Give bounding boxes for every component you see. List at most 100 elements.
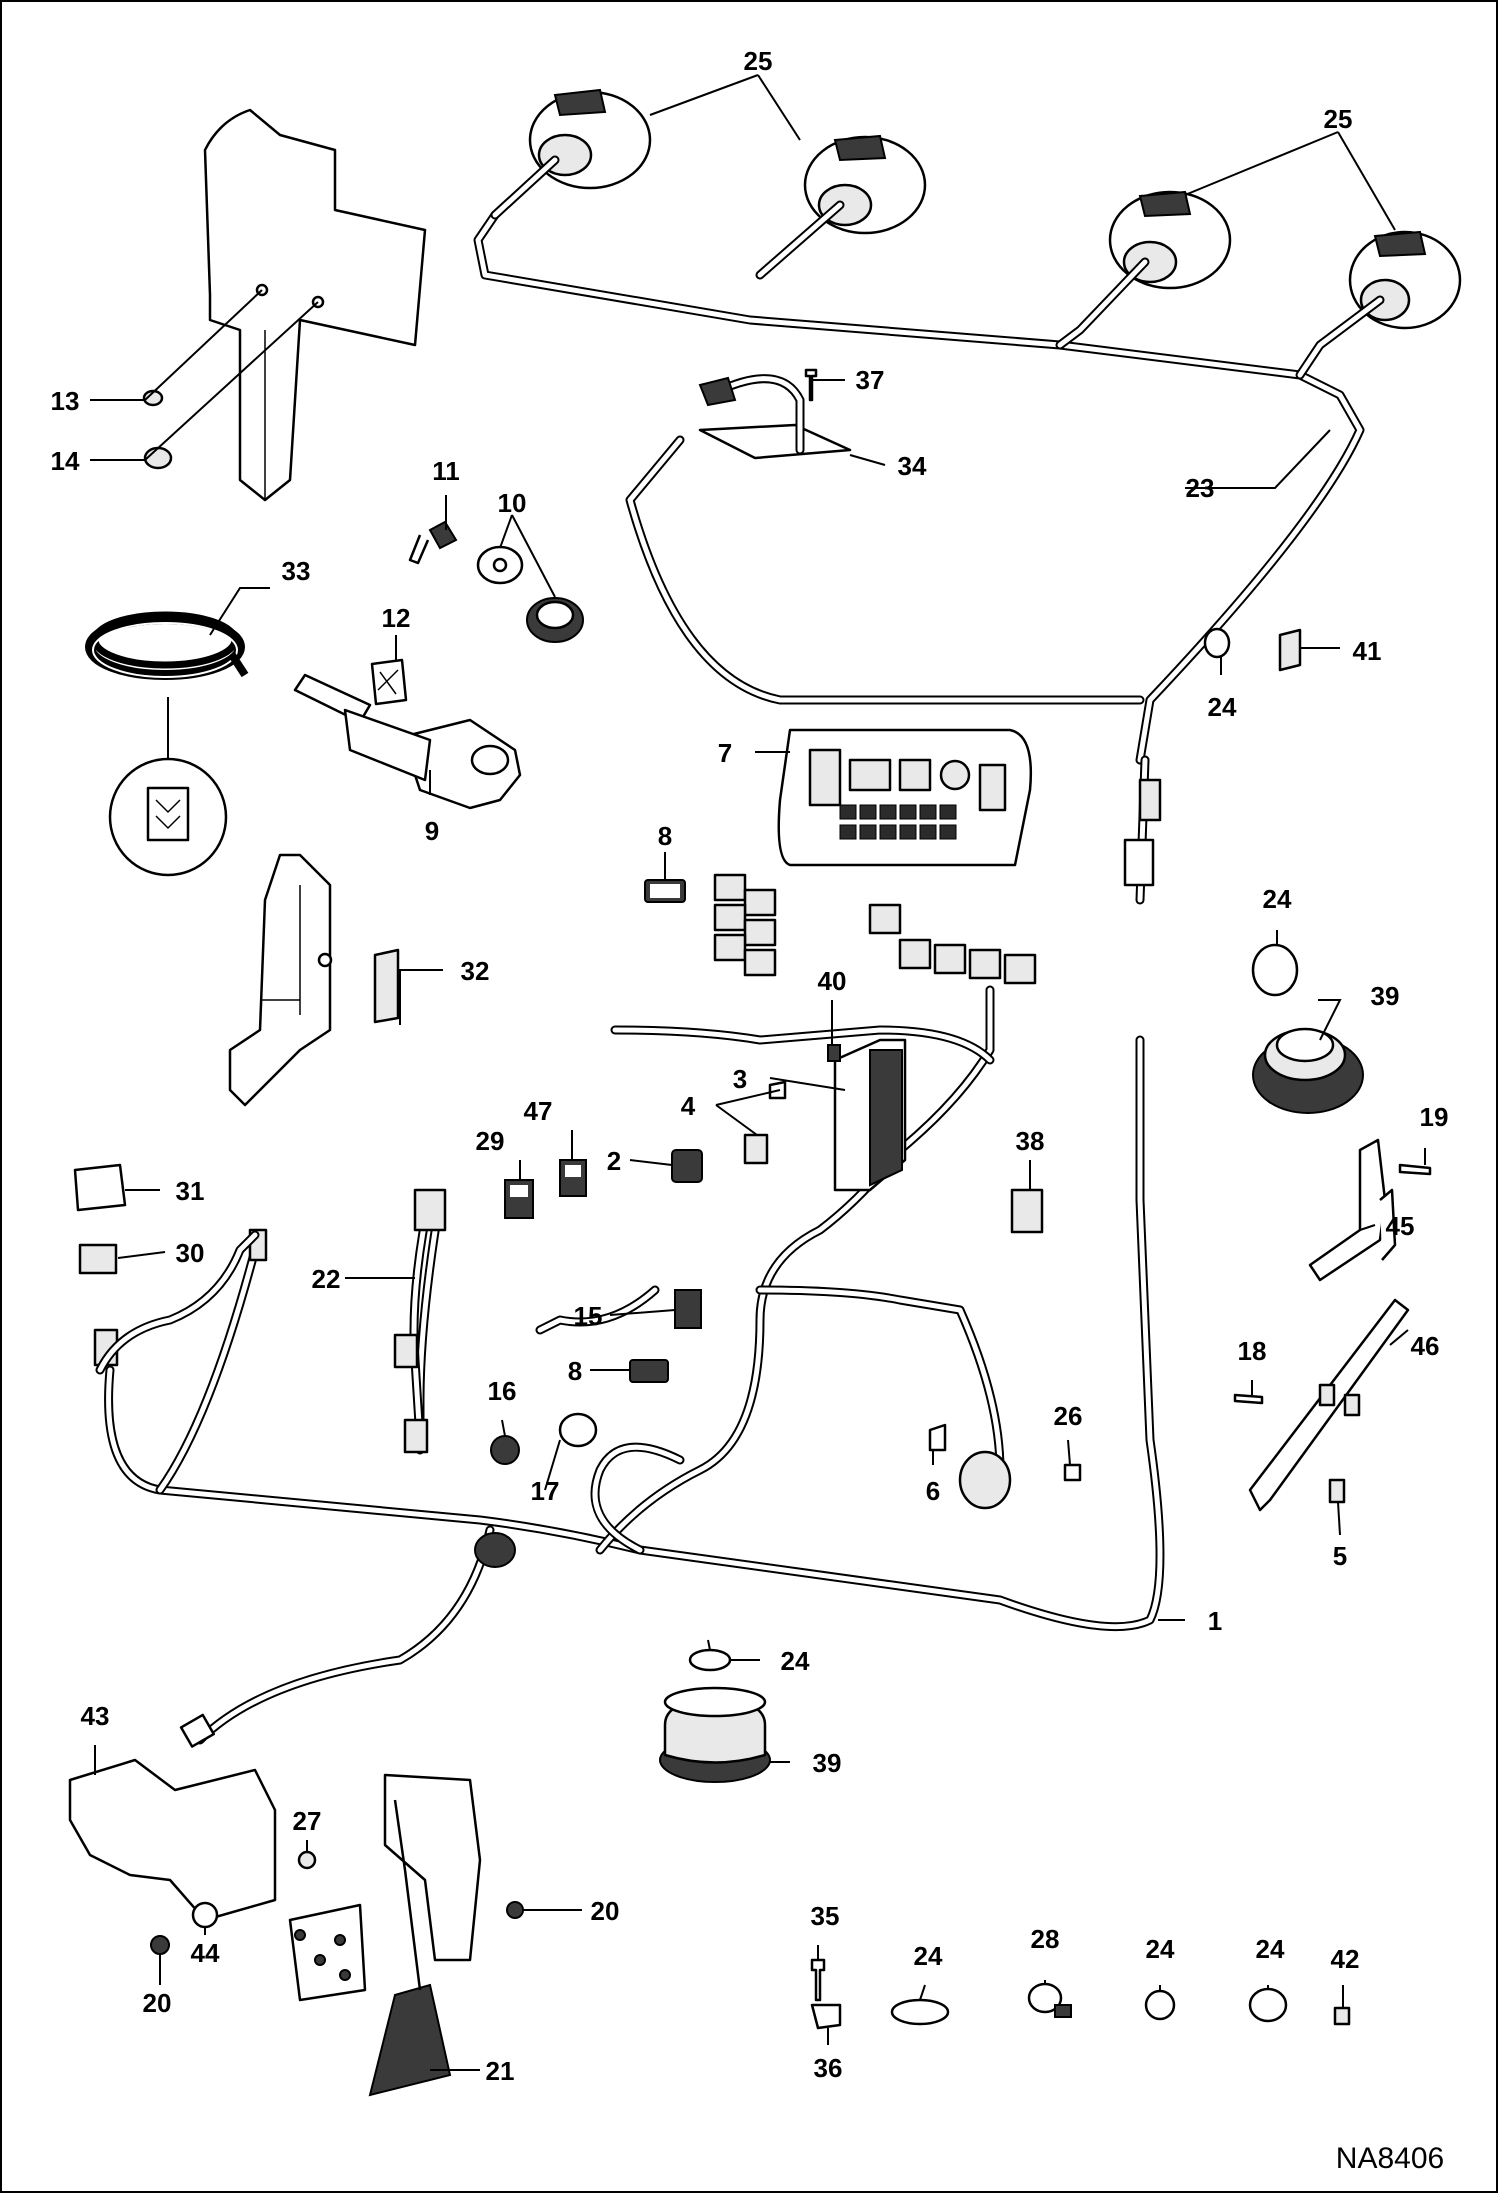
callout-13: 13 [51,386,80,416]
switch-29-drawing [504,1179,534,1219]
callout-36: 36 [814,2053,843,2083]
callout-29: 29 [476,1126,505,1156]
socket-17-drawing [558,1412,598,1448]
switch-15-drawing [674,1289,702,1329]
clamp-24-top-drawing [1203,627,1231,659]
nut-20-left-drawing [150,1935,170,1955]
callout-35: 35 [811,1901,840,1931]
callout-33: 33 [282,556,311,586]
mount-plate-34-drawing [698,374,852,460]
callout-25: 25 [744,46,773,76]
controller-module-3-drawing [833,1038,907,1192]
callout-14: 14 [51,446,80,476]
control-switch-9-drawing [293,673,522,810]
grommet-39-top-drawing [1252,1027,1364,1114]
callout-47: 47 [524,1096,553,1126]
callout-7: 7 [718,738,732,768]
callout-11: 11 [432,456,460,486]
cable-coil-33-drawing [85,611,249,680]
clamp-24-mid-drawing [1251,943,1299,997]
clamp-24-b-drawing [1144,1989,1176,2021]
callout-21: 21 [486,2056,515,2086]
callout-15: 15 [574,1301,603,1331]
callout-8: 8 [658,821,672,851]
callout-42: 42 [1331,1944,1360,1974]
switch-12-drawing [370,658,408,706]
screw-19-drawing [1398,1163,1432,1176]
decal-symbol-drawing [108,757,228,877]
bracket-46-drawing [1248,1298,1410,1512]
callout-9: 9 [425,816,439,846]
screw-18-drawing [1233,1393,1264,1405]
callout-30: 30 [176,1238,205,1268]
callout-6: 6 [926,1476,940,1506]
connector-26-drawing [958,1450,1082,1510]
callout-37: 37 [856,365,885,395]
callout-24: 24 [1146,1934,1175,1964]
callout-1: 1 [1208,1606,1222,1636]
callout-8: 8 [568,1356,582,1386]
callout-2: 2 [607,1146,621,1176]
callout-23: 23 [1186,473,1215,503]
connector-40-drawing [827,1044,841,1062]
grommet-39-bottom-drawing [659,1686,771,1783]
callout-38: 38 [1016,1126,1045,1156]
reference-code: NA8406 [1336,2142,1444,2175]
callout-19: 19 [1420,1102,1449,1132]
callout-39: 39 [1371,981,1400,1011]
sensor-6-drawing [928,1423,947,1452]
callout-24: 24 [781,1646,810,1676]
callout-34: 34 [898,451,927,481]
plug-13-drawing [142,389,164,407]
pedal-21-drawing [288,1773,482,2097]
clip-42-drawing [1333,2006,1351,2026]
guard-43-drawing [68,1758,277,1922]
callout-46: 46 [1411,1331,1440,1361]
callout-44: 44 [191,1938,220,1968]
key-11-drawing [408,520,458,565]
callout-28: 28 [1031,1924,1060,1954]
light-harness-23-drawing [473,155,1385,905]
clamp-24-c-drawing [1248,1987,1288,2023]
pad-41-drawing [1278,628,1302,672]
callout-31: 31 [176,1176,205,1206]
callout-3: 3 [733,1064,747,1094]
clamp-28-drawing [1027,1982,1072,2018]
clamp-24-bottom-drawing [688,1648,732,1672]
clip-5-drawing [1328,1478,1346,1504]
callout-18: 18 [1238,1336,1267,1366]
mounting-bracket-drawing [228,853,333,1107]
leader-lines [90,74,1426,2071]
fuse-block-8-drawing [644,873,777,977]
plug-14-drawing [143,446,173,470]
tie-24-a-drawing [890,1998,950,2026]
callout-24: 24 [1263,884,1292,914]
callout-labels: 25 25 13 14 11 10 12 9 33 37 34 23 24 41… [51,46,1449,2175]
display-panel-7-drawing [777,728,1032,867]
screw-37-drawing [804,368,818,402]
clip-36-drawing [810,2003,842,2030]
relay-2-drawing [671,1149,703,1183]
callout-26: 26 [1054,1401,1083,1431]
bracket-45-drawing [1308,1138,1397,1282]
callout-24: 24 [1256,1934,1285,1964]
knob-16-drawing [490,1435,520,1465]
callout-39: 39 [813,1748,842,1778]
bolt-27-drawing [297,1850,317,1870]
callout-17: 17 [531,1476,560,1506]
main-harness-1-drawing [93,985,1165,1748]
callout-32: 32 [461,956,490,986]
callout-4: 4 [681,1091,696,1121]
callout-20: 20 [591,1896,620,1926]
connector-30-drawing [78,1243,118,1275]
work-light-1-drawing [528,88,652,190]
ignition-switch-10-drawing [476,545,584,643]
cable-30-drawing [95,1230,260,1375]
callout-10: 10 [498,488,527,518]
switch-38-drawing [1010,1188,1044,1234]
part-32-drawing [373,948,400,1024]
nut-20-right-drawing [506,1901,524,1919]
callout-43: 43 [81,1701,110,1731]
